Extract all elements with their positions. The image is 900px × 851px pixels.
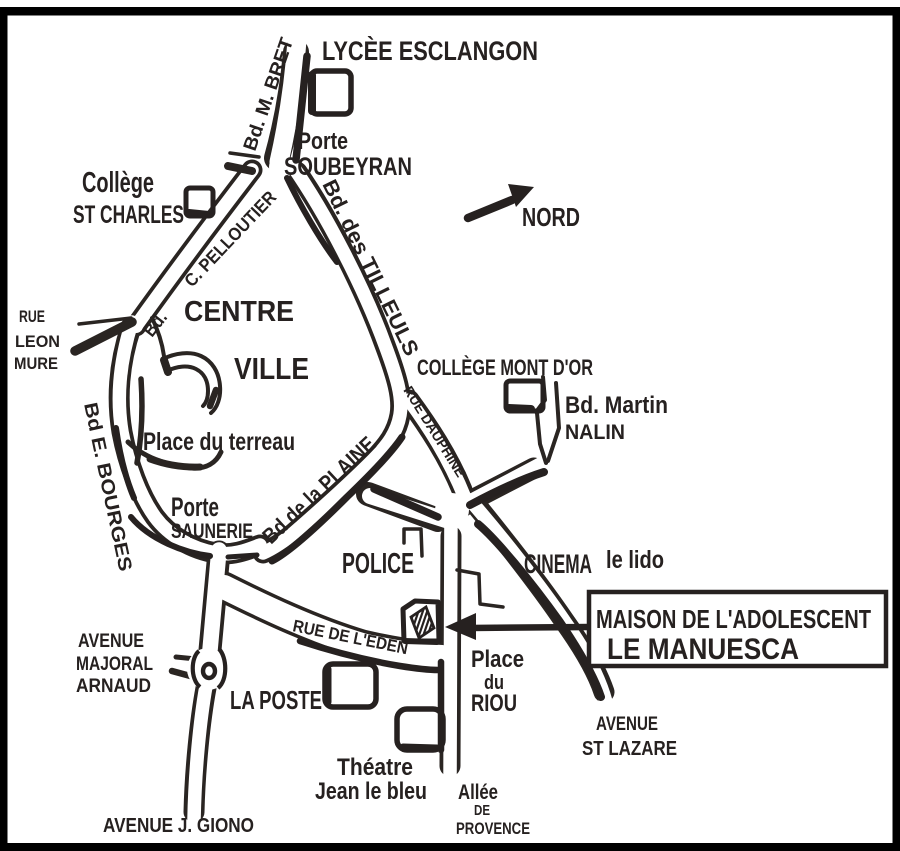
svg-text:LE MANUESCA: LE MANUESCA	[607, 633, 799, 666]
svg-text:MURE: MURE	[14, 354, 58, 373]
svg-text:NALIN: NALIN	[565, 421, 625, 444]
svg-text:POLICE: POLICE	[342, 548, 414, 580]
svg-text:CINEMA: CINEMA	[524, 549, 592, 579]
svg-text:Place: Place	[471, 646, 524, 673]
svg-text:ST CHARLES: ST CHARLES	[73, 201, 184, 229]
svg-text:RUE: RUE	[19, 307, 45, 326]
svg-text:Jean le bleu: Jean le bleu	[315, 778, 427, 805]
svg-text:PROVENCE: PROVENCE	[456, 819, 530, 838]
svg-text:AVENUE: AVENUE	[596, 714, 658, 735]
svg-text:AVENUE J. GIONO: AVENUE J. GIONO	[103, 815, 254, 837]
svg-text:Allée: Allée	[458, 781, 498, 804]
svg-text:Collège: Collège	[82, 167, 154, 199]
svg-text:MAJORAL: MAJORAL	[76, 654, 153, 675]
svg-text:ARNAUD: ARNAUD	[76, 676, 151, 697]
svg-text:MAISON DE L'ADOLESCENT: MAISON DE L'ADOLESCENT	[596, 604, 871, 634]
svg-text:Porte: Porte	[298, 128, 348, 155]
svg-text:Bd. Martin: Bd. Martin	[565, 392, 668, 419]
svg-text:le lido: le lido	[606, 546, 664, 574]
svg-text:SOUBEYRAN: SOUBEYRAN	[284, 153, 412, 181]
svg-text:AVENUE: AVENUE	[78, 631, 144, 652]
svg-text:RIOU: RIOU	[471, 690, 517, 717]
svg-text:SAUNERIE: SAUNERIE	[171, 520, 253, 543]
svg-text:DE: DE	[474, 802, 490, 819]
svg-text:VILLE: VILLE	[234, 351, 309, 386]
svg-text:COLLÈGE MONT D'OR: COLLÈGE MONT D'OR	[417, 355, 593, 380]
svg-text:LA POSTE: LA POSTE	[230, 685, 322, 715]
svg-text:Porte: Porte	[171, 492, 219, 522]
svg-text:LYCÈE ESCLANGON: LYCÈE ESCLANGON	[322, 35, 538, 66]
svg-text:ST LAZARE: ST LAZARE	[582, 738, 677, 760]
svg-text:du: du	[484, 672, 504, 694]
svg-text:CENTRE: CENTRE	[184, 296, 294, 328]
svg-text:Théatre: Théatre	[337, 754, 413, 781]
svg-text:NORD: NORD	[522, 202, 580, 232]
svg-text:LEON: LEON	[15, 332, 60, 351]
svg-text:Place du terreau: Place du terreau	[143, 428, 295, 456]
